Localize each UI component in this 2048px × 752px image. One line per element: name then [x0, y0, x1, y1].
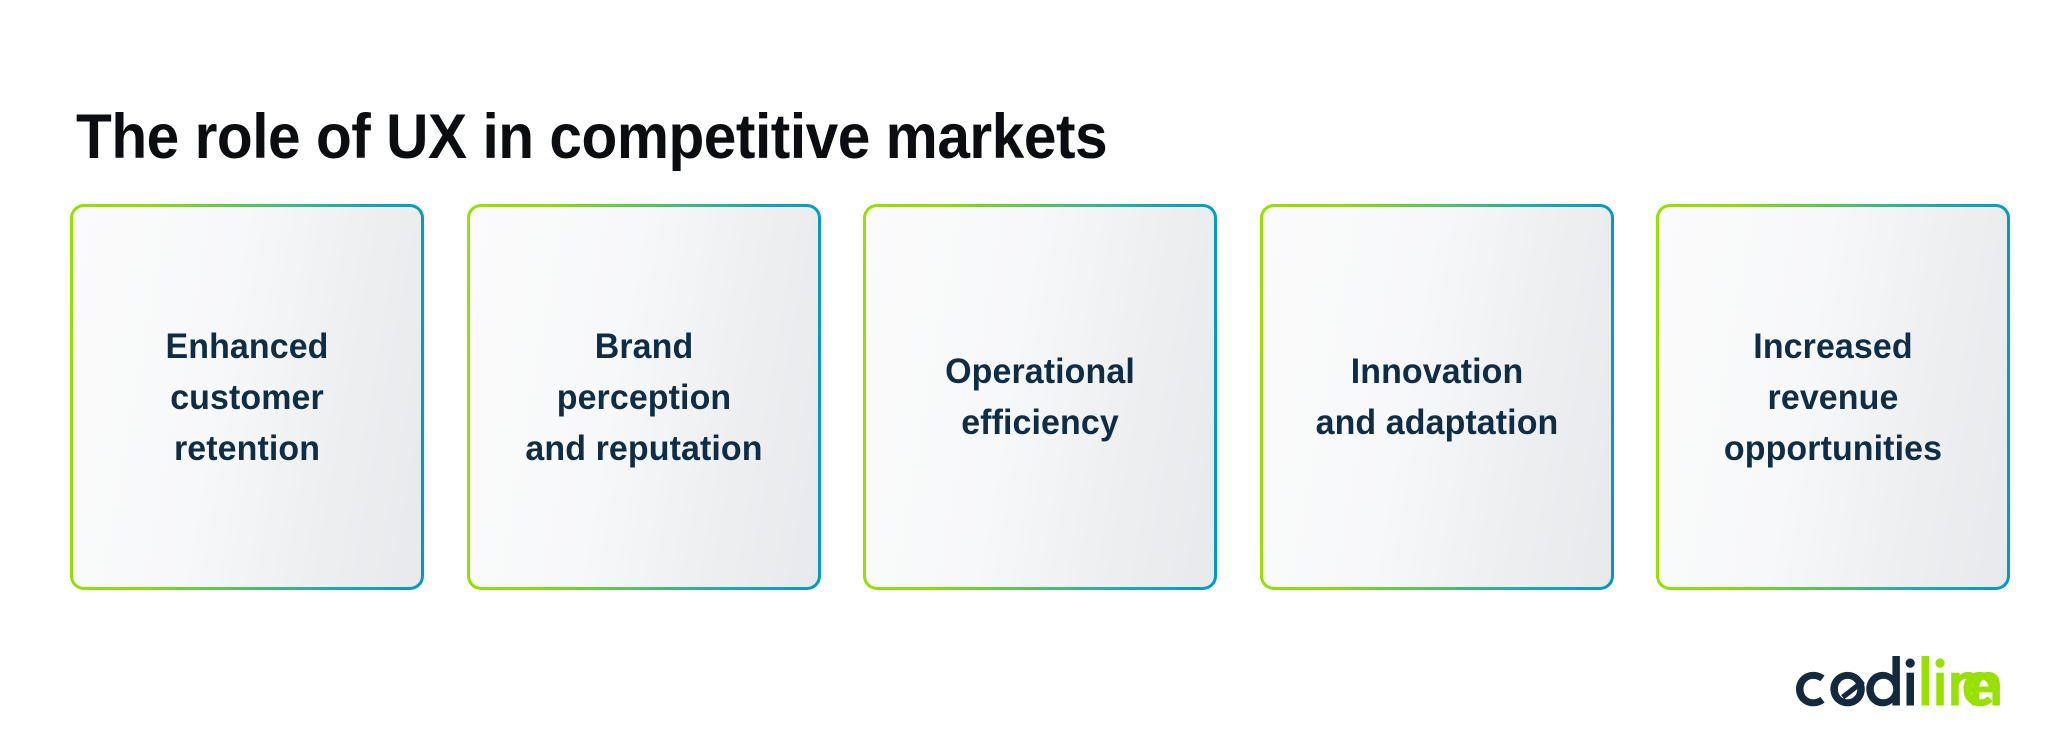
logo-letter-l	[1921, 656, 1929, 706]
benefit-card-label: Operational efficiency	[945, 352, 1135, 442]
benefit-card-operational-efficiency[interactable]: Operational efficiency	[863, 204, 1217, 590]
logo-letter-i-dark	[1905, 658, 1915, 706]
benefit-card-label: Innovation and adaptation	[1315, 352, 1558, 442]
benefit-card-brand-perception-and-reputation[interactable]: Brand perception and reputation	[467, 204, 821, 590]
benefit-card-increased-revenue-opportunities[interactable]: Increased revenue opportunities	[1656, 204, 2010, 590]
page-title: The role of UX in competitive markets	[76, 102, 1108, 173]
benefit-card-label: Increased revenue opportunities	[1723, 326, 1943, 468]
benefit-card-label: Brand perception and reputation	[524, 326, 763, 468]
logo-letter-c	[1796, 671, 1825, 707]
logo-letter-e	[1963, 671, 1996, 707]
benefit-card-label: Enhanced customer retention	[165, 326, 329, 468]
codilime-logo[interactable]	[1796, 656, 2008, 716]
benefit-card-innovation-and-adaptation[interactable]: Innovation and adaptation	[1260, 204, 1614, 590]
benefit-cards-row: Enhanced customer retention Brand percep…	[70, 204, 2010, 590]
logo-letter-i-accent	[1935, 658, 1945, 706]
logo-letter-o-slashed	[1830, 671, 1865, 707]
logo-letter-d	[1866, 656, 1900, 707]
benefit-card-enhanced-customer-retention[interactable]: Enhanced customer retention	[70, 204, 424, 590]
